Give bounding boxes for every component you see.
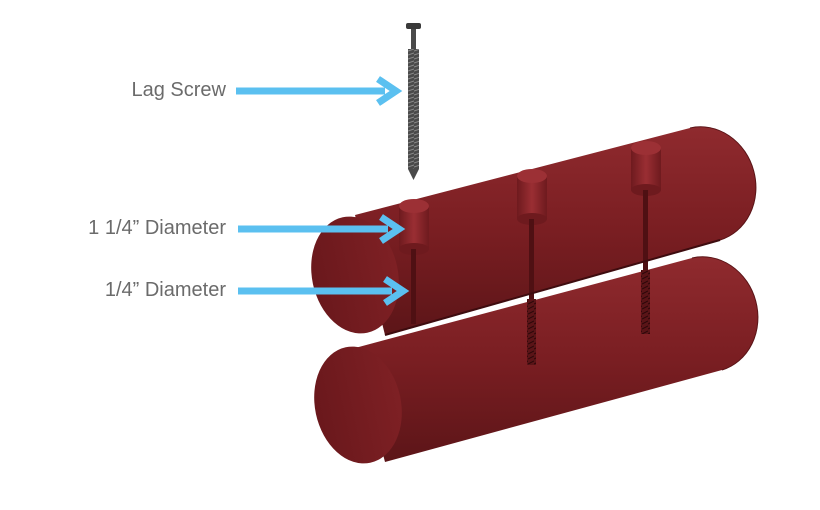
pilot-hole-3 <box>641 190 650 334</box>
pilot-hole-1 <box>411 249 416 324</box>
bottom-log <box>314 256 759 464</box>
lag-screw-icon <box>406 23 421 180</box>
counterbore-hole-1 <box>399 199 429 255</box>
log-seam <box>384 239 721 336</box>
counterbore-hole-2 <box>517 169 547 225</box>
lag-screw-label: Lag Screw <box>131 79 227 101</box>
pilot-hole-2 <box>527 219 536 365</box>
counterbore-hole-3 <box>631 141 661 196</box>
small-diameter-label: 1/4” Diameter <box>104 279 226 301</box>
right-arrow-icon <box>238 276 410 306</box>
right-arrow-icon <box>236 76 403 106</box>
large-diameter-label: 1 1/4” Diameter <box>88 217 226 239</box>
right-arrow-icon <box>238 214 406 244</box>
